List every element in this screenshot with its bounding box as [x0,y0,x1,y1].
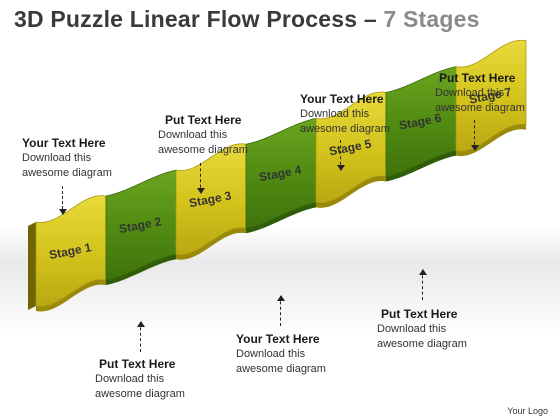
puzzle-piece: Stage 2 [105,169,184,286]
callout-title: Your Text Here [300,92,384,106]
arrow-down-7 [470,120,479,151]
callout-4: Your Text Here Download this awesome dia… [236,332,386,377]
puzzle-piece: Stage 5 [315,91,394,208]
puzzle-piece-edge [106,254,176,286]
puzzle-piece-edge [246,202,316,234]
puzzle-piece: Stage 4 [245,117,324,234]
callout-6: Put Text Here Download this awesome diag… [377,307,527,352]
callout-title: Put Text Here [439,71,516,85]
arrow-up-2 [136,321,145,352]
callout-title: Your Text Here [236,332,320,346]
page-title: 3D Puzzle Linear Flow Process – 7 Stages [14,6,480,33]
arrow-down-5 [336,140,345,171]
puzzle-end-face [28,222,36,310]
callout-text: Download this awesome diagram [95,373,185,400]
callout-title: Your Text Here [22,136,106,150]
arrow-down-3 [196,163,205,194]
callout-title: Put Text Here [381,307,458,321]
puzzle-piece-edge [386,150,456,182]
title-accent: 7 Stages [383,6,480,32]
callout-text: Download this awesome diagram [377,323,467,350]
puzzle-piece: Stage 6 [385,66,464,182]
arrow-down-1 [58,186,67,215]
callout-text: Download this awesome diagram [158,129,248,156]
arrow-up-6 [418,269,427,300]
puzzle-piece: Stage 1 [35,195,114,312]
puzzle-piece: Stage 3 [175,143,254,260]
callout-text: Download this awesome diagram [435,87,525,114]
callout-text: Download this awesome diagram [300,108,390,135]
callout-2: Put Text Here Download this awesome diag… [95,357,245,402]
callout-7: Put Text Here Download this awesome diag… [435,71,560,116]
callout-5: Your Text Here Download this awesome dia… [300,92,450,137]
callout-text: Download this awesome diagram [236,348,326,375]
title-main: 3D Puzzle Linear Flow Process – [14,6,377,32]
callout-1: Your Text Here Download this awesome dia… [22,136,172,181]
callout-title: Put Text Here [99,357,176,371]
callout-text: Download this awesome diagram [22,152,112,179]
callout-3: Put Text Here Download this awesome diag… [158,113,308,158]
arrow-up-4 [276,295,285,326]
logo-placeholder: Your Logo [507,406,548,416]
callout-title: Put Text Here [165,113,242,127]
